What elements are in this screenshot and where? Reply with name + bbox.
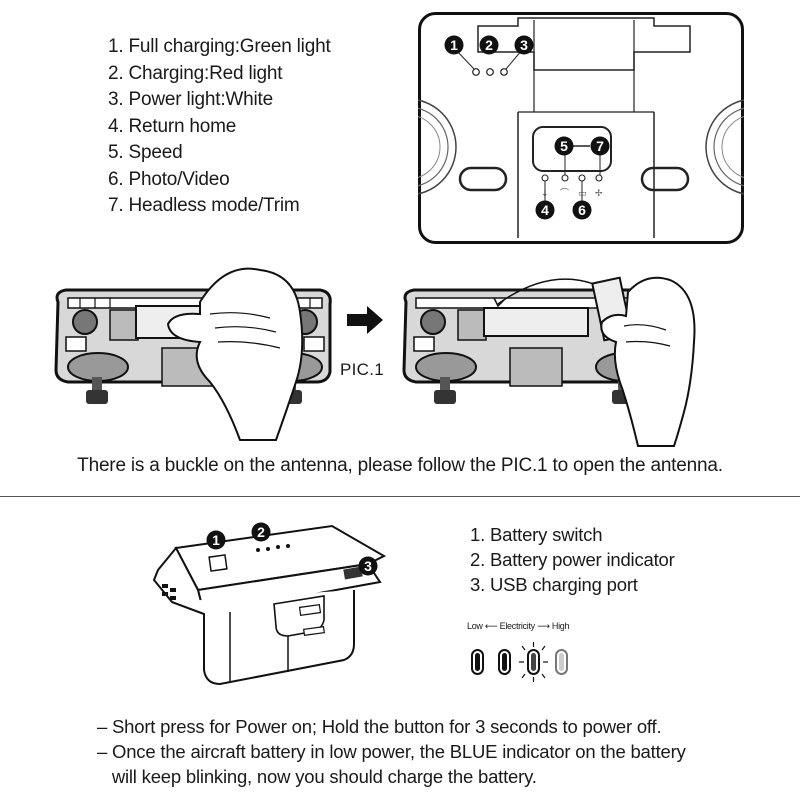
indicator-led-icon [471, 649, 484, 675]
indicator-led-icon [498, 649, 511, 675]
svg-text:2: 2 [485, 37, 493, 53]
arrow-right-icon [345, 305, 385, 335]
scale-label: Electricity [499, 621, 536, 631]
note-item: – Short press for Power on; Hold the but… [97, 716, 662, 737]
battery-badge-1: 1 [206, 530, 226, 550]
legend-item: 4. Return home [108, 115, 237, 137]
blinking-led-icon [519, 642, 548, 682]
antenna-open-illustration [398, 262, 698, 447]
svg-text:5: 5 [560, 138, 568, 154]
battery-legend: 1. Battery switch 2. Battery power indic… [470, 522, 675, 597]
antenna-closed-illustration [50, 262, 345, 442]
legend-item: 1. Battery switch [470, 524, 603, 545]
legend-item: 2. Battery power indicator [470, 549, 675, 570]
svg-text:7: 7 [596, 138, 604, 154]
svg-text:3: 3 [520, 37, 528, 53]
svg-text:3: 3 [364, 558, 372, 574]
svg-text:2: 2 [257, 524, 265, 540]
controller-legend: 1. Full charging:Green light 2. Charging… [108, 34, 331, 220]
battery-badge-2: 2 [251, 522, 271, 542]
battery-illustration: 1 2 3 [148, 520, 388, 690]
badge-6: 6 [572, 200, 592, 220]
note-item: will keep blinking, now you should charg… [97, 766, 537, 787]
badge-2: 2 [479, 35, 499, 55]
controller-closeup-illustration: ↓ ⌒ ▭ ✢ 1 2 3 5 7 [418, 12, 744, 244]
scale-high: High [551, 621, 570, 631]
svg-text:⌒: ⌒ [560, 188, 569, 199]
electricity-scale: Low ⟵ Electricity ⟶ High [467, 621, 569, 632]
legend-item: 3. Power light:White [108, 89, 273, 110]
badge-5: 5 [554, 136, 574, 156]
pic-label: PIC.1 [340, 360, 385, 379]
svg-text:1: 1 [450, 37, 458, 53]
antenna-caption: There is a buckle on the antenna, please… [77, 455, 723, 476]
battery-badge-3: 3 [358, 556, 378, 576]
legend-item: 2. Charging:Red light [108, 62, 283, 84]
badge-7: 7 [590, 136, 610, 156]
legend-item: 3. USB charging port [470, 574, 638, 595]
legend-item: 1. Full charging:Green light [108, 36, 331, 57]
battery-indicators [466, 640, 576, 684]
legend-item: 6. Photo/Video [108, 168, 230, 190]
arrow-right-icon: ⟶ [537, 621, 550, 631]
svg-text:1: 1 [212, 532, 220, 548]
svg-text:6: 6 [578, 202, 586, 218]
note-item: – Once the aircraft battery in low power… [97, 741, 686, 762]
svg-text:4: 4 [541, 202, 549, 218]
legend-item: 7. Headless mode/Trim [108, 195, 300, 216]
arrow-left-icon: ⟵ [484, 621, 498, 631]
scale-low: Low [467, 621, 483, 631]
badge-3: 3 [514, 35, 534, 55]
badge-1: 1 [444, 35, 464, 55]
indicator-led-icon [555, 649, 568, 675]
power-notes: – Short press for Power on; Hold the but… [97, 714, 686, 789]
svg-text:✢: ✢ [595, 189, 603, 199]
badge-4: 4 [535, 200, 555, 220]
legend-item: 5. Speed [108, 142, 183, 163]
section-divider [0, 496, 800, 497]
